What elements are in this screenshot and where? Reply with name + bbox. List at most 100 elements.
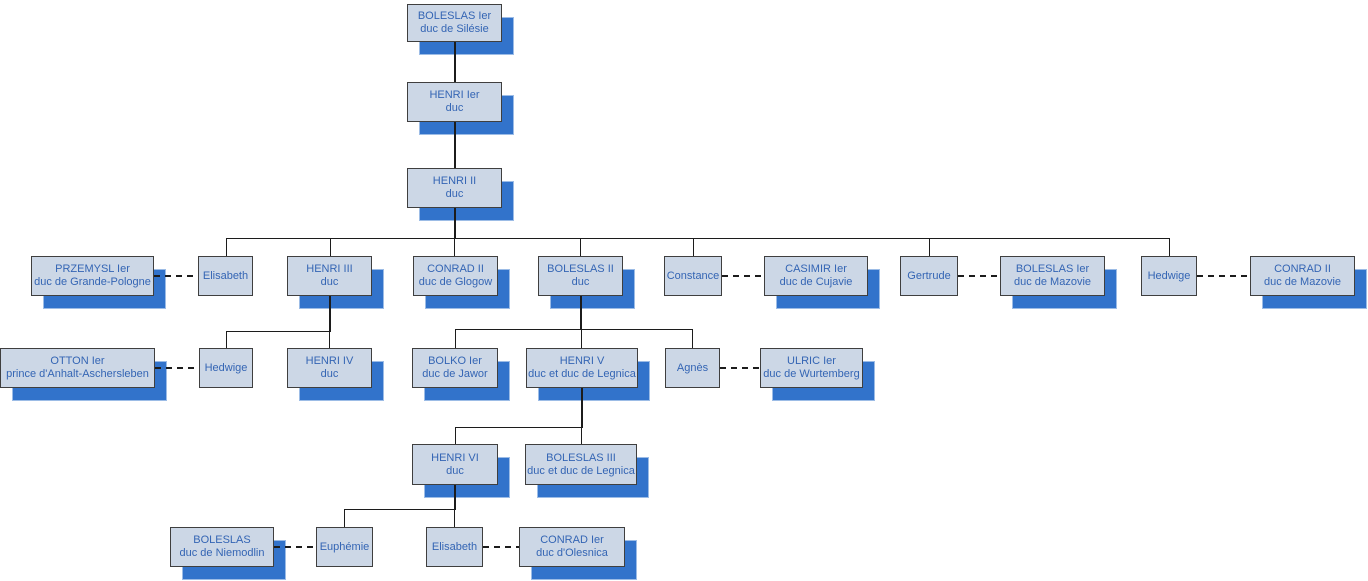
node-name-line: CASIMIR Ier bbox=[785, 263, 847, 275]
node-title-line: duc bbox=[445, 188, 464, 200]
node-name-line: BOLESLAS II bbox=[547, 263, 614, 275]
connector-stub-henri2-down bbox=[454, 208, 456, 239]
node-title-line: prince d'Anhalt-Aschersleben bbox=[6, 368, 149, 380]
node-name-line: BOLKO Ier bbox=[428, 355, 482, 367]
node-title-line: duc et duc de Legnica bbox=[527, 464, 635, 477]
node-title-line: duc de Niemodlin bbox=[179, 547, 265, 559]
node-elisabeth-1: Elisabeth bbox=[198, 256, 253, 296]
marriage-gertrude-boleslas-mazovie bbox=[958, 275, 1000, 277]
connector-rail-boleslas2-children bbox=[455, 329, 693, 330]
connector-drop-boleslas2 bbox=[580, 238, 581, 256]
connector-drop-henri6 bbox=[455, 427, 456, 444]
node-title-line: duc de Mazovie bbox=[1263, 276, 1342, 288]
node-name-line: Hedwige bbox=[1147, 269, 1191, 282]
node-hedwige-1: Hedwige bbox=[1141, 256, 1197, 296]
node-name-line: Hedwige bbox=[204, 361, 248, 374]
node-title-line: duc d'Olesnica bbox=[536, 547, 608, 559]
node-name-line: BOLESLAS III bbox=[546, 451, 616, 464]
node-euphemie: Euphémie bbox=[316, 527, 373, 567]
connector-stub-boleslas1-to-henri1 bbox=[454, 42, 456, 82]
node-name-line: CONRAD Ier bbox=[540, 534, 604, 546]
node-gertrude: Gertrude bbox=[900, 256, 958, 296]
connector-drop-gertrude bbox=[929, 238, 930, 256]
connector-rail-henri6-children bbox=[344, 509, 455, 510]
marriage-boleslas-niemodlin-euphemie bbox=[274, 546, 316, 548]
connector-stub-henri6-down bbox=[454, 485, 456, 510]
marriage-agnes-ulric bbox=[720, 367, 760, 369]
node-elisabeth-2: Elisabeth bbox=[426, 527, 483, 567]
node-name-line: BOLESLAS bbox=[193, 534, 251, 546]
node-hedwige-2: Hedwige bbox=[199, 348, 253, 388]
connector-stub-boleslas2-down bbox=[580, 296, 582, 330]
node-title-line: duc bbox=[446, 464, 464, 477]
connector-stub-henri1-to-henri2 bbox=[454, 122, 456, 168]
node-title-line: duc de Jawor bbox=[422, 368, 488, 380]
connector-rail-henri5-children bbox=[455, 427, 582, 428]
node-title-line: duc bbox=[320, 368, 339, 380]
marriage-elisabeth2-conrad-olesnica bbox=[483, 546, 519, 548]
node-name-line: BOLESLAS Ier bbox=[1015, 263, 1090, 275]
node-name-line: Gertrude bbox=[907, 269, 951, 282]
node-name-line: ULRIC Ier bbox=[787, 355, 836, 367]
connector-drop-henri5 bbox=[581, 329, 582, 348]
node-agnes: Agnès bbox=[665, 348, 720, 388]
node-title-line: duc de Silésie bbox=[420, 23, 489, 35]
node-title-line: duc bbox=[320, 276, 339, 288]
connector-drop-agnes bbox=[692, 329, 693, 348]
node-constance: Constance bbox=[664, 256, 722, 296]
node-name-line: CONRAD II bbox=[1274, 263, 1331, 275]
node-name-line: Elisabeth bbox=[202, 269, 249, 282]
node-title-line: duc bbox=[571, 276, 590, 288]
connector-drop-henri4 bbox=[329, 331, 330, 348]
node-title-line: duc bbox=[445, 102, 464, 114]
node-title-line: duc de Cujavie bbox=[779, 276, 853, 288]
connector-drop-hedwige1 bbox=[1169, 238, 1170, 256]
connector-drop-elisabeth2 bbox=[454, 509, 455, 527]
connector-drop-bolko bbox=[455, 329, 456, 348]
connector-drop-elisabeth1 bbox=[226, 238, 227, 256]
connector-rail-henri2-children bbox=[226, 238, 1170, 239]
connector-drop-hedwige2 bbox=[226, 331, 227, 348]
node-name-line: HENRI Ier bbox=[429, 89, 480, 101]
marriage-constance-casimir bbox=[722, 275, 764, 277]
node-name-line: BOLESLAS Ier bbox=[417, 10, 492, 22]
node-name-line: HENRI II bbox=[432, 175, 477, 187]
node-name-line: OTTON Ier bbox=[50, 355, 105, 367]
node-name-line: Euphémie bbox=[319, 540, 370, 553]
node-title-line: duc de Grande-Pologne bbox=[34, 276, 151, 288]
node-name-line: Agnès bbox=[676, 361, 709, 374]
node-title-line: duc de Wurtemberg bbox=[763, 368, 860, 380]
connector-stub-henri5-down bbox=[581, 388, 583, 428]
connector-stub-henri3-down bbox=[329, 296, 331, 332]
connector-rail-henri3-children bbox=[226, 331, 330, 332]
connector-drop-euphemie bbox=[344, 509, 345, 527]
marriage-przemysl-elisabeth1 bbox=[154, 275, 198, 277]
node-name-line: HENRI VI bbox=[431, 451, 479, 464]
marriage-hedwige1-conrad-mazovie bbox=[1197, 275, 1250, 277]
node-name-line: CONRAD II bbox=[427, 263, 484, 275]
marriage-otton-hedwige2 bbox=[155, 367, 199, 369]
connector-drop-constance bbox=[693, 238, 694, 256]
node-title-line: duc et duc de Legnica bbox=[528, 368, 636, 380]
node-name-line: HENRI III bbox=[306, 263, 353, 275]
node-name-line: Elisabeth bbox=[431, 540, 478, 553]
connector-drop-henri3 bbox=[330, 238, 331, 256]
